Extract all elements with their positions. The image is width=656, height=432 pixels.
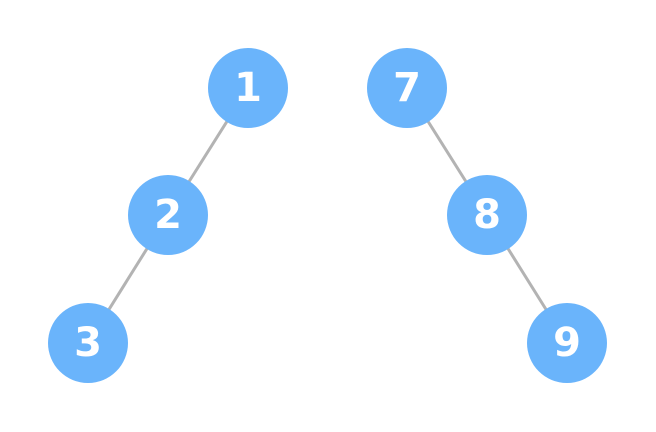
tree-node-7: 7 (367, 48, 447, 128)
node-label-7: 7 (393, 65, 421, 111)
node-circle-1 (208, 48, 288, 128)
node-label-3: 3 (74, 320, 102, 366)
tree-node-3: 3 (48, 303, 128, 383)
node-circle-7 (367, 48, 447, 128)
node-label-2: 2 (154, 192, 182, 238)
node-circle-2 (128, 175, 208, 255)
node-circle-3 (48, 303, 128, 383)
node-label-9: 9 (553, 320, 581, 366)
node-circle-8 (447, 175, 527, 255)
tree-node-9: 9 (527, 303, 607, 383)
node-label-8: 8 (473, 192, 501, 238)
node-circle-9 (527, 303, 607, 383)
node-label-1: 1 (234, 65, 262, 111)
tree-node-1: 1 (208, 48, 288, 128)
nodes-layer: 1 2 3 7 8 9 (48, 48, 607, 383)
tree-node-8: 8 (447, 175, 527, 255)
tree-node-2: 2 (128, 175, 208, 255)
